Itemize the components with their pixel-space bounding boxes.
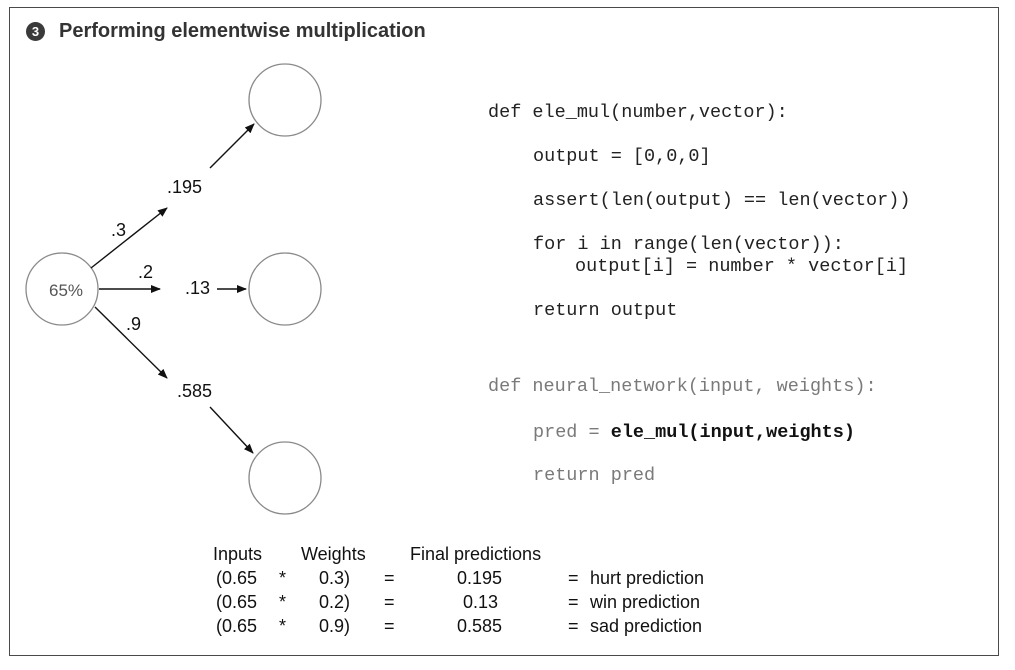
code-line-pred-assign: pred = ele_mul(input,weights) (533, 422, 855, 443)
edge-input-to-hurt-a (90, 207, 168, 269)
table-header-final-predictions: Final predictions (410, 544, 542, 564)
table-cell-label: win prediction (590, 592, 701, 612)
code-line-def-neural-network: def neural_network(input, weights): (488, 376, 877, 397)
table-cell-eq2: = (568, 568, 579, 588)
table-cell-input: (0.65 (216, 616, 258, 636)
code-line-assert: assert(len(output) == len(vector)) (533, 190, 911, 211)
table-cell-op: * (279, 616, 287, 636)
step-badge: 3 (26, 22, 45, 41)
table-cell-weight: 0.3) (319, 568, 351, 588)
code-line-output-init: output = [0,0,0] (533, 146, 711, 167)
table-cell-weight: 0.2) (319, 592, 351, 612)
code-line-return-pred: return pred (533, 465, 656, 486)
table-cell-input: (0.65 (216, 592, 258, 612)
product-label-win: .13 (185, 278, 210, 298)
input-node (25, 252, 99, 326)
table-cell-eq2: = (568, 616, 579, 636)
figure-frame (9, 7, 999, 656)
table-cell-eq: = (384, 616, 395, 636)
table-cell-label: hurt prediction (590, 568, 705, 588)
weight-label-win: .2 (138, 262, 153, 282)
edge-input-to-sad-a (94, 306, 168, 379)
weight-label-hurt: .3 (111, 220, 126, 240)
table-cell-result: 0.13 (463, 592, 499, 612)
product-label-hurt: .195 (167, 177, 202, 197)
input-node-label: 65% (49, 281, 83, 300)
table-cell-eq: = (384, 568, 395, 588)
figure-header: 3 Performing elementwise multiplication (26, 20, 426, 43)
table-cell-weight: 0.9) (319, 616, 351, 636)
table-header-weights: Weights (301, 544, 366, 564)
table-header-inputs: Inputs (213, 544, 263, 564)
code-line-for-loop: for i in range(len(vector)): (533, 234, 844, 255)
output-node-win (248, 252, 322, 326)
table-cell-eq: = (384, 592, 395, 612)
code-ele-mul-call: ele_mul(input,weights) (610, 422, 855, 443)
weight-label-sad: .9 (126, 314, 141, 334)
table-cell-op: * (279, 592, 287, 612)
code-pred-prefix: pred = (533, 422, 611, 443)
code-line-output-assign: output[i] = number * vector[i] (575, 256, 909, 277)
product-label-sad: .585 (177, 381, 212, 401)
figure-title: Performing elementwise multiplication (59, 20, 426, 42)
table-cell-result: 0.195 (457, 568, 503, 588)
table-cell-result: 0.585 (457, 616, 503, 636)
output-node-sad (248, 441, 322, 515)
table-cell-label: sad prediction (590, 616, 703, 636)
edge-input-to-sad-b (209, 406, 254, 454)
table-cell-op: * (279, 568, 287, 588)
edge-input-to-hurt-b (209, 123, 255, 169)
output-node-hurt (248, 63, 322, 137)
table-cell-input: (0.65 (216, 568, 258, 588)
code-line-def-ele-mul: def ele_mul(number,vector): (488, 102, 788, 123)
code-line-return-output: return output (533, 300, 678, 321)
table-cell-eq2: = (568, 592, 579, 612)
